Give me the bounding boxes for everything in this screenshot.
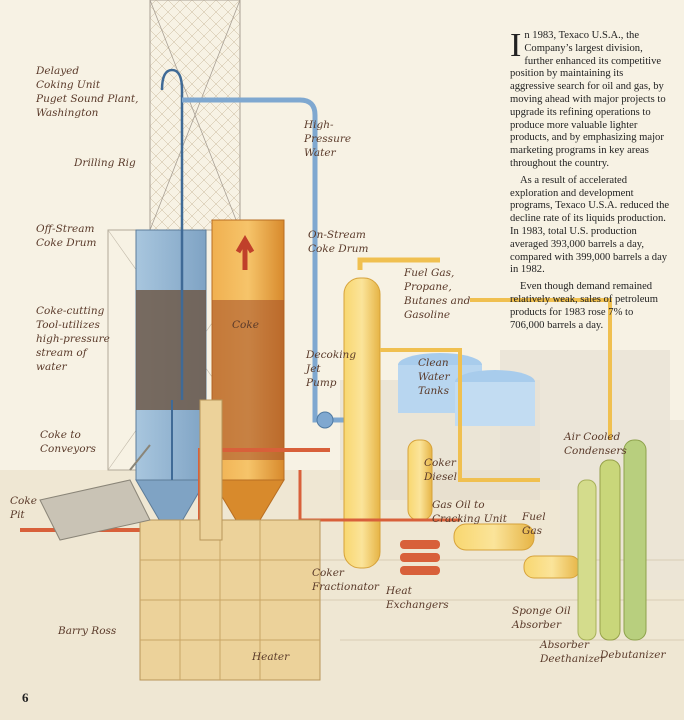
coke-pit <box>39 444 151 541</box>
heat-exchangers <box>400 540 440 575</box>
fuel-gas-drum <box>523 555 581 579</box>
label-fuel-gas-propane: Fuel Gas, Propane, Butanes and Gasoline <box>404 267 471 321</box>
clean-water-tanks <box>398 353 535 426</box>
drop-cap: I <box>510 27 522 64</box>
label-clean-water-tanks: Clean Water Tanks <box>418 357 450 397</box>
label-coke: Coke <box>232 319 259 331</box>
label-decoking-jet-pump: Decoking Jet Pump <box>306 349 357 389</box>
label-gas-oil: Gas Oil to Cracking Unit <box>432 499 507 525</box>
off-stream-coke-drum <box>135 68 207 541</box>
label-off-stream-coke-drum: Off-Stream Coke Drum <box>36 223 97 249</box>
paragraph-3: Even though demand remained relatively w… <box>510 281 658 331</box>
label-coker-fractionator: Coker Fractionator <box>312 567 379 593</box>
label-debutanizer: Debutanizer <box>600 649 666 661</box>
label-on-stream-coke-drum: On-Stream Coke Drum <box>308 229 369 255</box>
page-number: 6 <box>22 690 29 705</box>
process-towers <box>577 439 647 641</box>
label-coke-pit: Coke Pit <box>10 495 37 521</box>
label-high-pressure-water: High- Pressure Water <box>304 119 352 159</box>
label-coke-cutting-tool: Coke-cutting Tool-utilizes high-pressure… <box>36 305 110 373</box>
gas-oil-drum <box>453 523 535 551</box>
label-drilling-rig: Drilling Rig <box>74 157 136 169</box>
artist-signature: Barry Ross <box>58 625 117 637</box>
label-fuel-gas: Fuel Gas <box>522 511 546 537</box>
label-heat-exchangers: Heat Exchangers <box>386 585 449 611</box>
label-coke-to-conveyors: Coke to Conveyors <box>40 429 96 455</box>
label-coker-diesel: Coker Diesel <box>424 457 457 483</box>
label-absorber-deethanizer: Absorber Deethanizer <box>540 639 605 665</box>
label-heater: Heater <box>252 651 290 663</box>
paragraph-2: As a result of accelerated exploration a… <box>510 174 670 276</box>
heater <box>139 399 321 681</box>
on-stream-coke-drum <box>211 219 285 541</box>
label-air-cooled-condensers: Air Cooled Condensers <box>564 431 627 457</box>
coker-fractionator <box>343 257 440 569</box>
label-delayed-coking-unit: Delayed Coking Unit Puget Sound Plant, W… <box>36 65 139 119</box>
water-pipe <box>182 97 360 429</box>
label-sponge-oil-absorber: Sponge Oil Absorber <box>512 605 571 631</box>
